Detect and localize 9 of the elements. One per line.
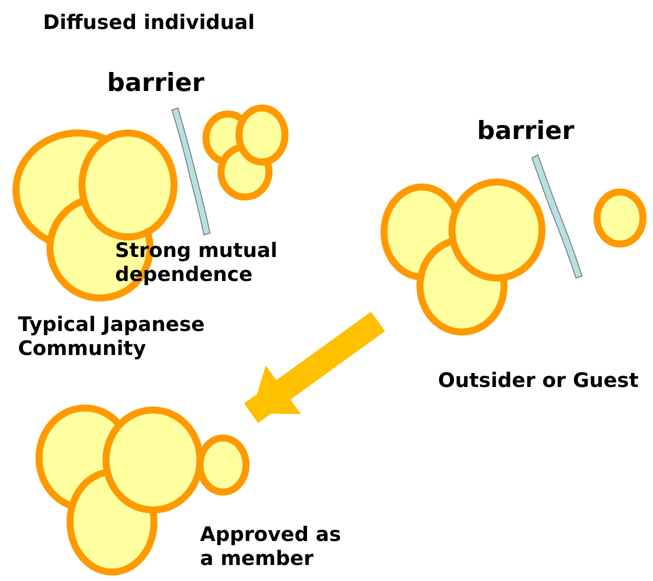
group-caption: Diffused individual — [43, 10, 256, 34]
barrier-band — [172, 108, 210, 236]
group-caption: Outsider or Guest — [438, 368, 640, 392]
barrier-label: barrier — [477, 116, 576, 145]
barrier-band — [532, 154, 582, 278]
group-caption: Approved as a member — [200, 522, 342, 570]
barrier-label: barrier — [107, 68, 206, 97]
arrow — [244, 312, 386, 423]
group-caption: Typical Japanese Community — [18, 312, 206, 360]
